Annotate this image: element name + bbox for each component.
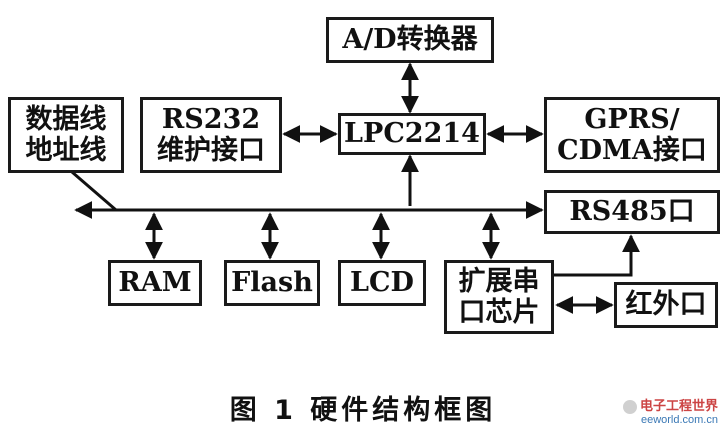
flash-block: Flash — [224, 260, 320, 306]
watermark: 电子工程世界 eeworld.com.cn — [622, 398, 718, 427]
lcd-block: LCD — [338, 260, 426, 306]
ram-block: RAM — [108, 260, 202, 306]
bus-label-pointer — [71, 170, 117, 212]
lpc2214-block: LPC2214 — [338, 113, 486, 155]
bus-label: 数据线 地址线 — [8, 97, 124, 173]
gprs-cdma-block: GPRS/ CDMA接口 — [544, 97, 720, 173]
ad-converter-block: A/D转换器 — [326, 17, 494, 63]
infrared-block: 红外口 — [614, 282, 718, 328]
uart-expansion-chip-block: 扩展串 口芯片 — [444, 260, 554, 334]
watermark-title: 电子工程世界 — [639, 398, 718, 413]
rs485-block: RS485口 — [544, 190, 720, 234]
figure-caption: 图 1 硬件结构框图 — [229, 395, 497, 426]
watermark-site: eeworld.com.cn — [640, 414, 718, 427]
uart-rs485-arrow — [554, 234, 640, 277]
eeworld-logo-icon — [622, 400, 637, 415]
rs232-block: RS232 维护接口 — [140, 97, 282, 173]
